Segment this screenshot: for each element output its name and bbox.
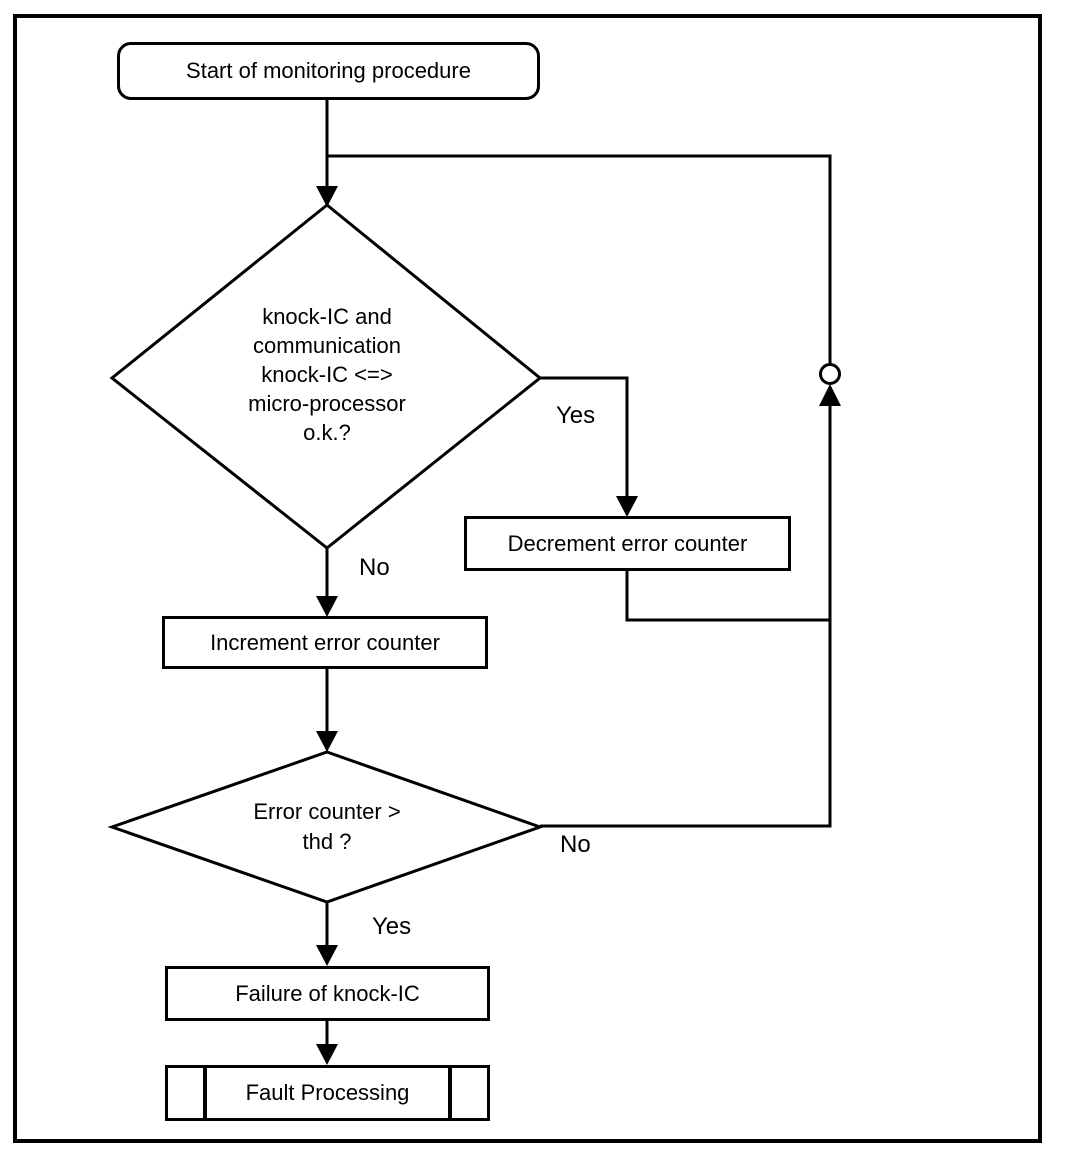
- arrowhead-into-failure: [316, 945, 338, 966]
- decision1-label: knock-IC and communication knock-IC <=> …: [248, 304, 406, 445]
- increment-node-label: Increment error counter: [210, 629, 440, 655]
- start-node-label: Start of monitoring procedure: [186, 58, 471, 83]
- arrowhead-into-increment: [316, 596, 338, 617]
- decision1-no-label: No: [359, 554, 390, 581]
- decision2-diamond: [107, 750, 545, 904]
- failure-node-label: Failure of knock-IC: [235, 980, 420, 1006]
- merge-connector-circle: [819, 363, 841, 385]
- decision2-no-label: No: [560, 831, 591, 858]
- edge-decision1-yes: [540, 376, 629, 512]
- edge-decrement-to-feedback: [625, 570, 831, 622]
- fault-processing-label: Fault Processing: [245, 1080, 410, 1105]
- start-node: Start of monitoring procedure: [117, 42, 540, 100]
- decrement-node-label: Decrement error counter: [507, 530, 748, 556]
- arrowhead-up-into-connector: [819, 384, 841, 406]
- increment-node: Increment error counter: [162, 616, 488, 669]
- arrowhead-into-decrement: [616, 496, 638, 517]
- predefined-process-left-bar: [203, 1065, 207, 1121]
- decrement-node: Decrement error counter: [464, 516, 791, 571]
- decision1-diamond: [109, 203, 543, 550]
- fault-processing-node: Fault Processing: [165, 1065, 490, 1121]
- edge-decision2-no-feedback: [540, 404, 832, 828]
- arrowhead-into-fault: [316, 1044, 338, 1065]
- arrowhead-into-decision1: [316, 186, 338, 207]
- edge-feedback-top: [327, 154, 832, 366]
- decision2-yes-label: Yes: [372, 913, 412, 940]
- decision1-yes-label: Yes: [556, 402, 596, 429]
- arrowhead-into-decision2: [316, 731, 338, 752]
- predefined-process-right-bar: [448, 1065, 452, 1121]
- decision2-label: Error counter > thd ?: [253, 799, 401, 854]
- failure-node: Failure of knock-IC: [165, 966, 490, 1021]
- diagram-border: [13, 14, 1042, 1143]
